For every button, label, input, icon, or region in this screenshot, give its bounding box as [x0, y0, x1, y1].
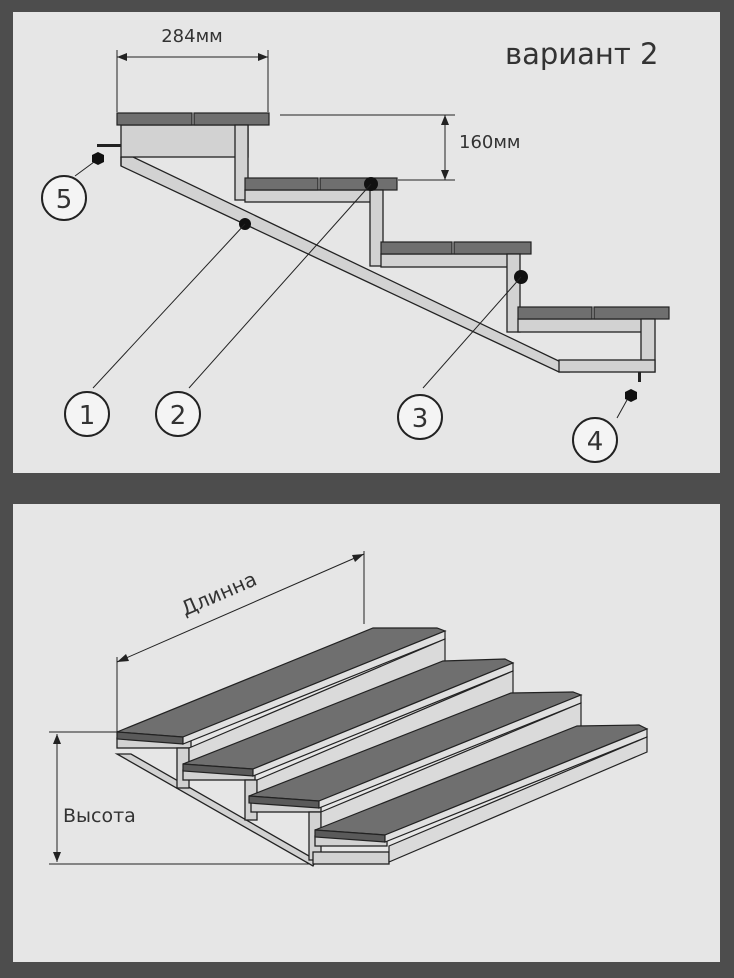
callout-4: 4 — [572, 417, 618, 463]
leader-line-2 — [188, 183, 372, 389]
leader-line-1 — [92, 223, 246, 389]
isometric-view-drawing: Длинна Высота — [49, 551, 649, 867]
svg-text:1: 1 — [79, 401, 96, 431]
bottom-rail — [312, 851, 390, 865]
height-dimension-label: Высота — [63, 805, 136, 827]
side-view-panel: вариант 2 284мм 160мм — [13, 12, 720, 473]
height-dimension-iso: Высота — [49, 731, 313, 865]
callout-2: 2 — [155, 391, 201, 437]
step-frame-1 — [120, 124, 249, 158]
floor-anchor-bolt — [638, 372, 641, 382]
riser — [388, 736, 648, 863]
callout-1: 1 — [64, 391, 110, 437]
stair-isometric — [114, 627, 649, 867]
tread-board — [193, 112, 270, 126]
width-dimension: 284мм — [116, 26, 269, 112]
tread-board — [517, 306, 593, 320]
callout-3: 3 — [397, 394, 443, 440]
isometric-view-panel: Длинна Высота — [13, 504, 720, 962]
tread-board — [593, 306, 670, 320]
side-view-drawing: вариант 2 284мм 160мм — [41, 26, 670, 463]
step-frame-3 — [380, 253, 509, 268]
tread-board — [453, 241, 532, 255]
callout-5: 5 — [41, 175, 87, 221]
svg-text:3: 3 — [412, 404, 429, 434]
step-post — [369, 189, 384, 267]
svg-text:5: 5 — [56, 185, 73, 215]
tread-board — [380, 241, 453, 255]
wall-anchor-bolt — [97, 144, 121, 147]
svg-text:2: 2 — [170, 401, 187, 431]
leader-line-3 — [422, 276, 522, 389]
height-dimension: 160мм — [280, 114, 521, 181]
height-dimension-label: 160мм — [459, 132, 521, 153]
step-frame-2 — [244, 189, 373, 203]
tread-board — [116, 112, 193, 126]
tread-board — [244, 177, 319, 191]
length-dimension-label: Длинна — [177, 567, 260, 621]
step-frame-4 — [517, 318, 647, 333]
variant-title: вариант 2 — [505, 37, 658, 71]
leader-line-4 — [616, 399, 628, 419]
stair-side-view — [97, 112, 670, 382]
bolt-nut-4 — [625, 389, 637, 402]
leader-line-5 — [74, 161, 95, 177]
svg-text:4: 4 — [587, 427, 604, 457]
bottom-rail — [558, 359, 656, 373]
width-dimension-label: 284мм — [161, 26, 223, 47]
tread-board — [319, 177, 398, 191]
bolt-nut-5 — [92, 152, 104, 165]
